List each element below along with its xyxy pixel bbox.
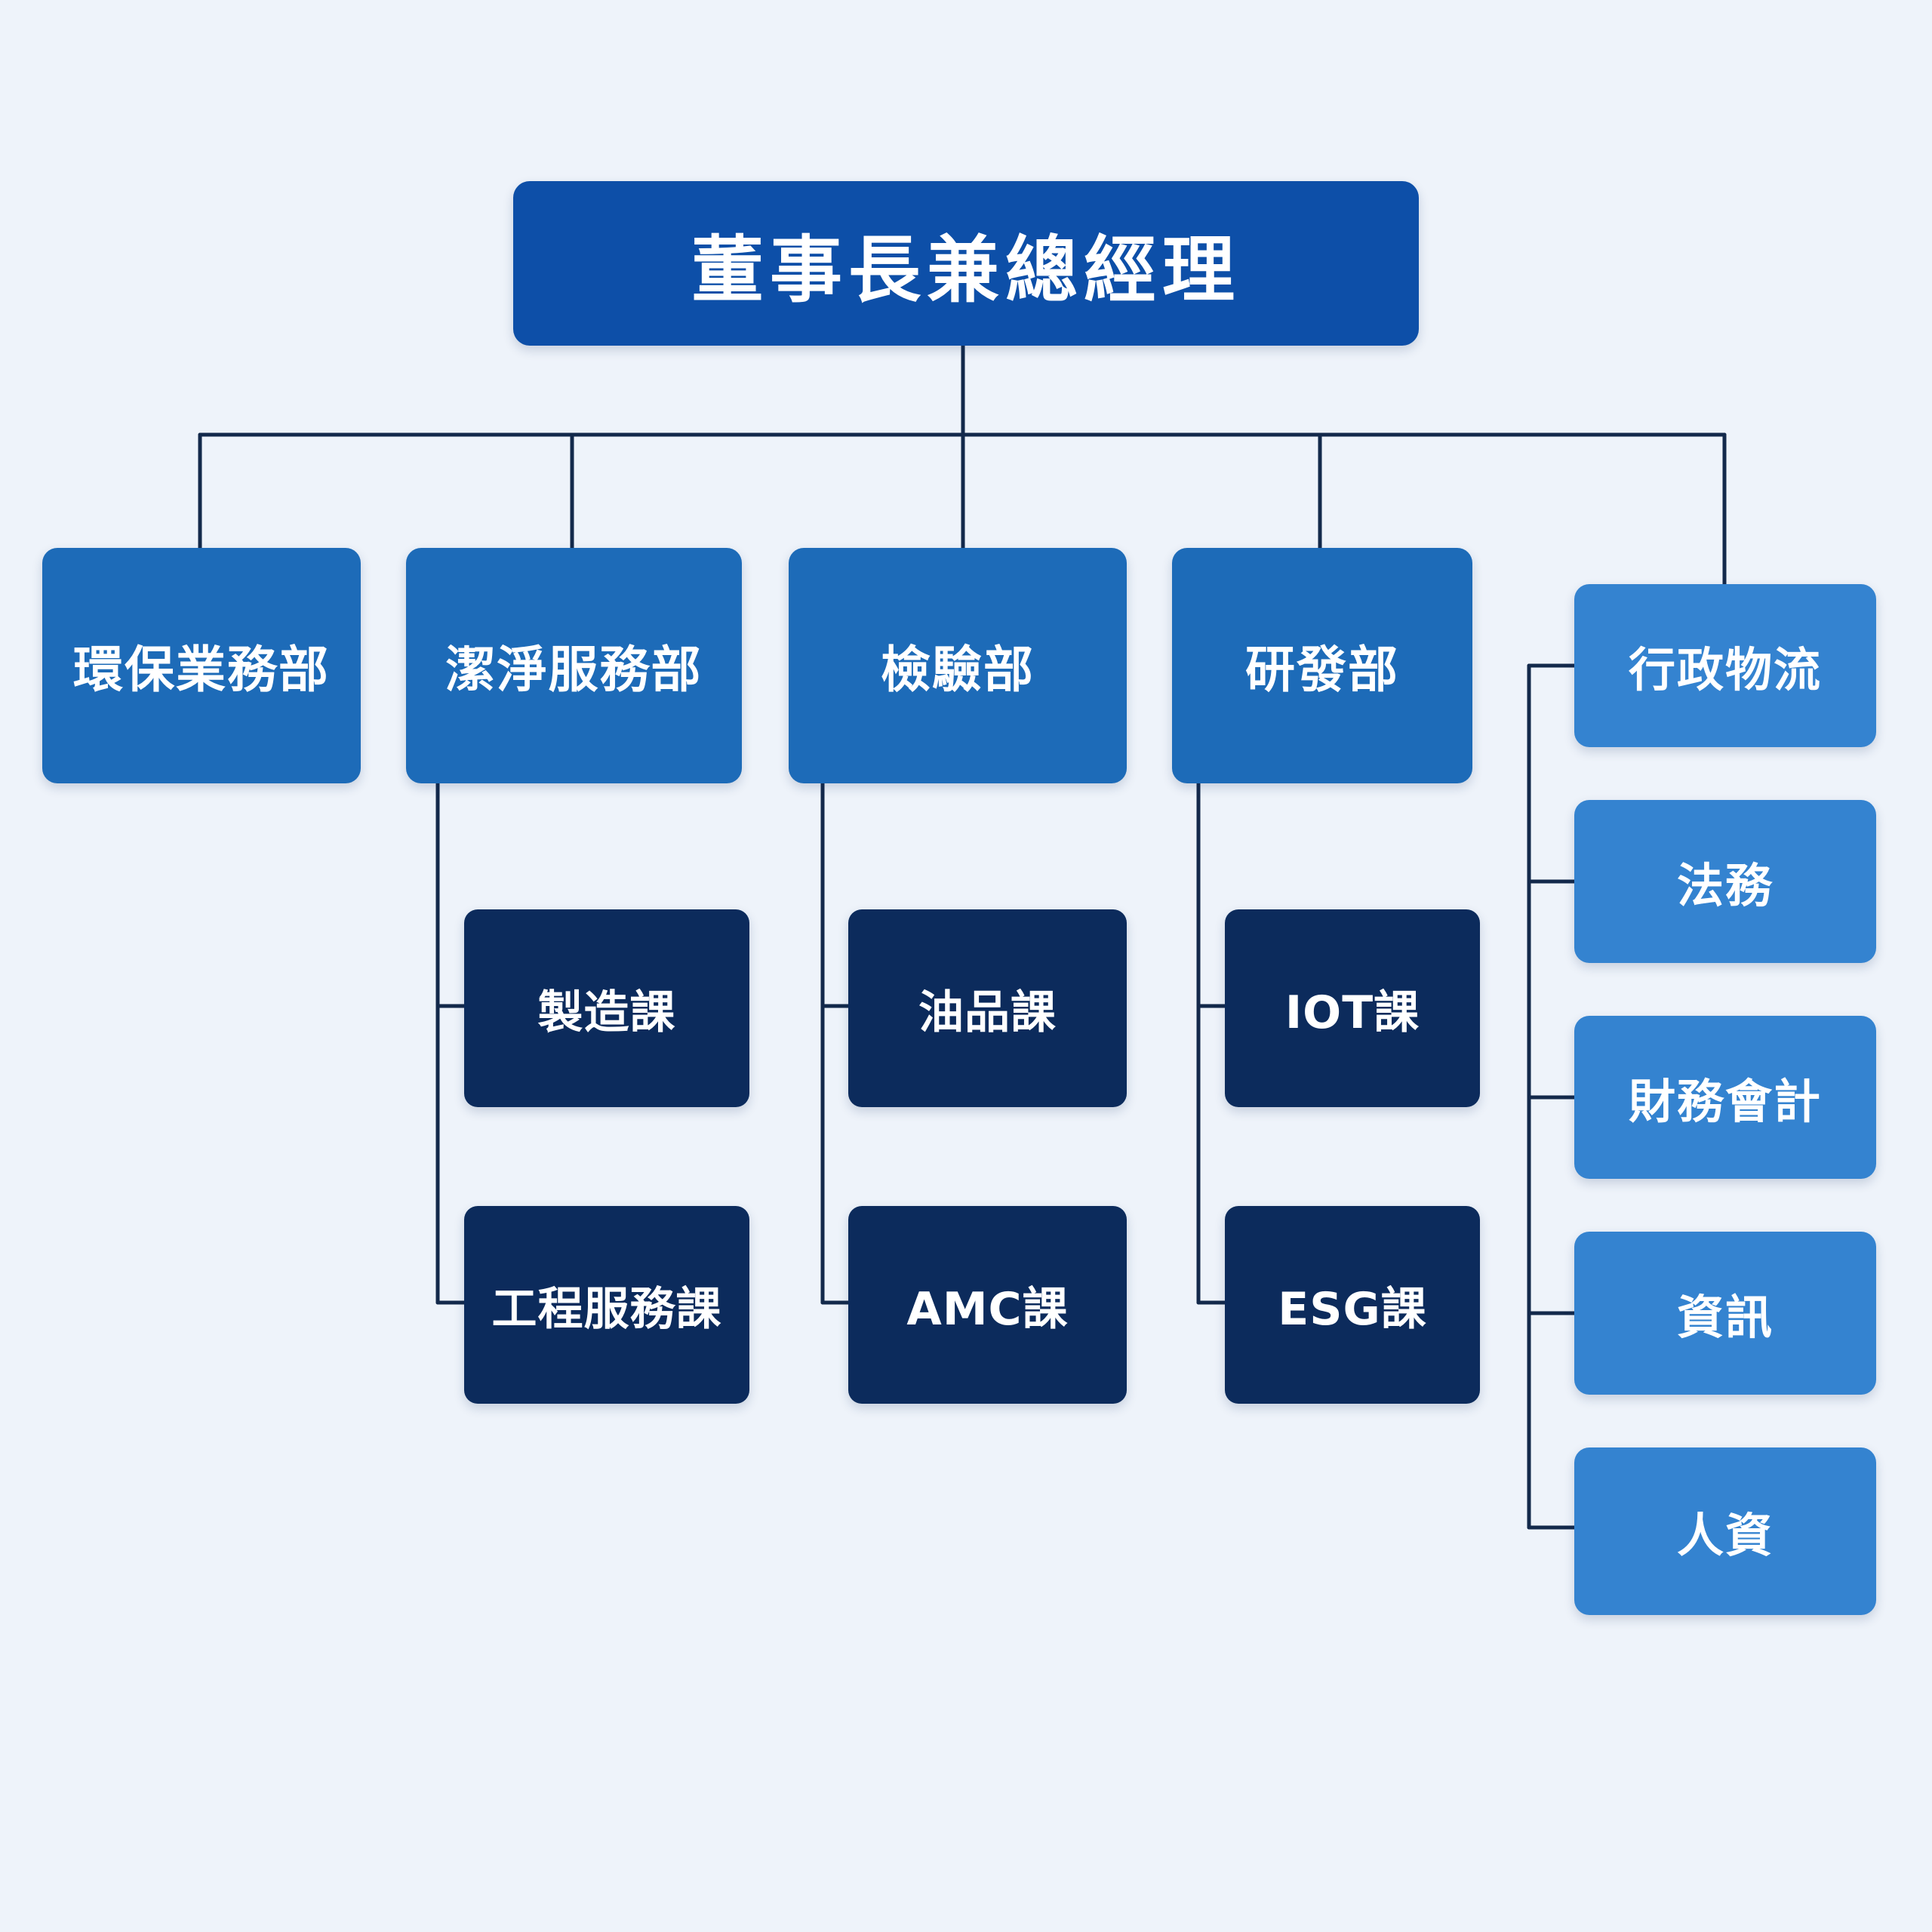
dept-inspection: 檢驗部 [789,548,1127,783]
admin-logistics-box: 行政物流 [1574,584,1876,747]
information-box: 資訊 [1574,1232,1876,1395]
dept-clean-service: 潔淨服務部 [406,548,742,783]
dept-environmental-business: 環保業務部 [42,548,361,783]
finance-accounting-box: 財務會計 [1574,1016,1876,1179]
section-amc: AMC課 [848,1206,1127,1404]
section-engineering-service: 工程服務課 [464,1206,749,1404]
section-iot: IOT課 [1225,909,1480,1107]
section-manufacturing: 製造課 [464,909,749,1107]
dept-research-development: 研發部 [1172,548,1472,783]
section-esg: ESG課 [1225,1206,1480,1404]
section-oil-products: 油品課 [848,909,1127,1107]
human-resources-box: 人資 [1574,1447,1876,1615]
ceo-box: 董事長兼總經理 [513,181,1419,346]
legal-box: 法務 [1574,800,1876,963]
